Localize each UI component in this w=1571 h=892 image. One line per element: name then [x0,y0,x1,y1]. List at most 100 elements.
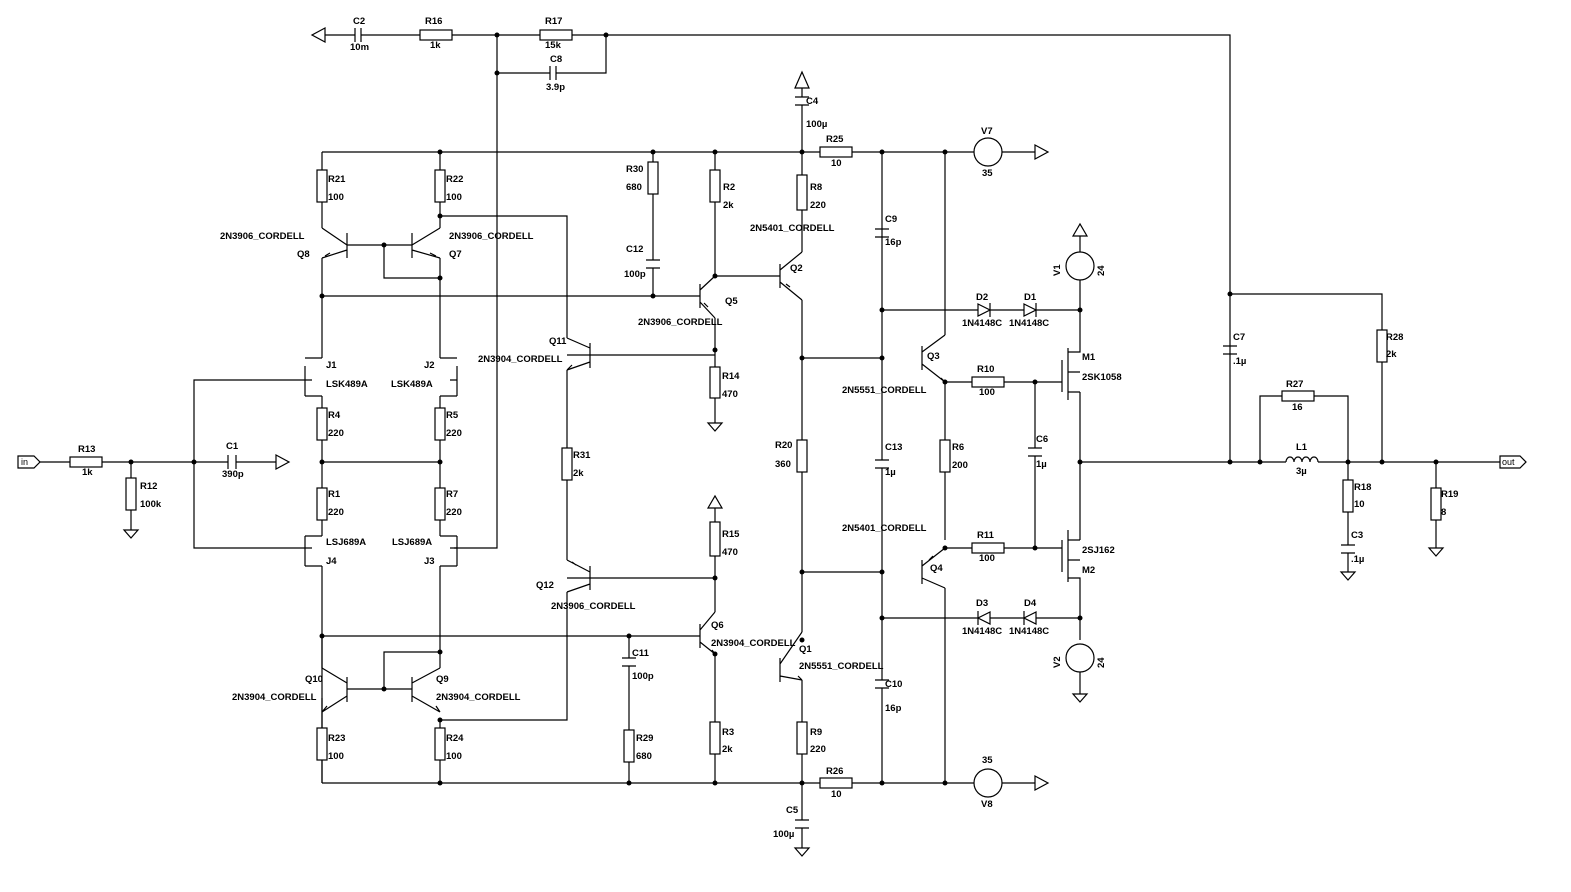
R14-body[interactable] [709,366,721,399]
R27-body[interactable] [1281,390,1315,402]
R8-value: 220 [810,200,826,211]
R24-body[interactable] [434,727,446,761]
R14-ref: R14 [722,371,740,382]
V2-ref: V2 [1052,656,1063,668]
R4-body[interactable] [316,407,328,441]
R9-body[interactable] [796,721,808,755]
C4-value: 100µ [806,119,827,130]
R20-ref: R20 [775,440,792,451]
C2-value: 10m [350,42,369,53]
R8-body[interactable] [796,174,808,211]
R23-value: 100 [328,751,344,762]
R31-body[interactable] [561,447,573,481]
Q1-value: 2N5551_CORDELL [799,661,884,672]
ground-icon [122,529,140,539]
C8-plates [549,66,557,80]
R30-value: 680 [626,182,642,193]
R28-body[interactable] [1376,329,1388,363]
Q4-symbol [921,547,946,589]
M1-value: 2SK1058 [1082,372,1122,383]
R22-body[interactable] [434,169,446,203]
R21-body[interactable] [316,169,328,203]
J1-value: LSK489A [326,379,368,390]
L1-coil[interactable] [1285,456,1319,463]
R25-body[interactable] [819,146,853,158]
R2-ref: R2 [723,182,735,193]
input-port[interactable] [17,455,41,469]
R7-body[interactable] [434,487,446,521]
M2-ref: M2 [1082,565,1095,576]
R11-ref: R11 [977,530,995,541]
ground-icon [1034,143,1050,161]
R21-ref: R21 [328,174,346,185]
R6-ref: R6 [952,442,964,453]
R17-value: 15k [545,40,562,51]
R20-body[interactable] [796,439,808,473]
D4-symbol [1022,611,1037,625]
R18-body[interactable] [1342,479,1354,513]
R2-body[interactable] [709,169,721,203]
Q12-ref: Q12 [536,580,554,591]
C1-ref: C1 [226,441,239,452]
M2-value: 2SJ162 [1082,545,1115,556]
R1-value: 220 [328,507,344,518]
R1-body[interactable] [316,487,328,521]
R6-body[interactable] [939,439,951,473]
R13-body[interactable] [69,456,103,468]
R11-body[interactable] [971,542,1005,554]
R17-body[interactable] [539,29,573,41]
R22-value: 100 [446,192,462,203]
C13-plates [875,459,889,469]
Q7-value: 2N3906_CORDELL [449,231,534,242]
R8-ref: R8 [810,182,822,193]
output-port[interactable] [1499,455,1527,469]
ground-icon [1427,547,1445,557]
C12-ref: C12 [626,244,643,255]
C6-ref: C6 [1036,434,1048,445]
R30-body[interactable] [647,161,659,195]
C7-plates [1223,345,1237,355]
R10-ref: R10 [977,364,994,375]
R19-body[interactable] [1430,487,1442,521]
C7-ref: C7 [1233,332,1245,343]
C12-value: 100p [624,269,646,280]
R16-value: 1k [430,40,441,51]
ground-icon [275,453,291,471]
V1-ref: V1 [1052,264,1063,276]
R1-ref: R1 [328,489,341,500]
R4-value: 220 [328,428,344,439]
C5-value: 100µ [773,829,794,840]
R23-body[interactable] [316,727,328,761]
R15-body[interactable] [709,521,721,557]
R12-body[interactable] [125,477,137,511]
R2-value: 2k [723,200,734,211]
C1-value: 390p [222,469,244,480]
D1-value: 1N4148C [1009,318,1049,329]
J2-ref: J2 [424,360,435,371]
R26-body[interactable] [819,777,853,789]
ground-icon [1071,693,1089,703]
C6-value: 1µ [1036,459,1047,470]
J2-symbol [440,357,458,397]
R5-ref: R5 [446,410,459,421]
C10-value: 16p [885,703,902,714]
R29-value: 680 [636,751,652,762]
component-labels: C2 10m R16 1k R17 15k C8 3.9p C4 100µ R2… [78,16,1458,840]
C11-value: 100p [632,671,654,682]
R3-body[interactable] [709,721,721,755]
R25-ref: R25 [826,134,844,145]
Q8-ref: Q8 [297,249,310,260]
R16-body[interactable] [419,29,453,41]
R10-body[interactable] [971,376,1005,388]
V8-value: 35 [982,755,993,766]
R22-ref: R22 [446,174,463,185]
R5-body[interactable] [434,407,446,441]
Q6-value: 2N3904_CORDELL [711,638,796,649]
C9-ref: C9 [885,214,897,225]
R29-body[interactable] [623,729,635,763]
C8-ref: C8 [550,54,562,65]
rail-arrow-icon [794,70,810,89]
Q10-ref: Q10 [305,674,323,685]
R3-ref: R3 [722,727,734,738]
